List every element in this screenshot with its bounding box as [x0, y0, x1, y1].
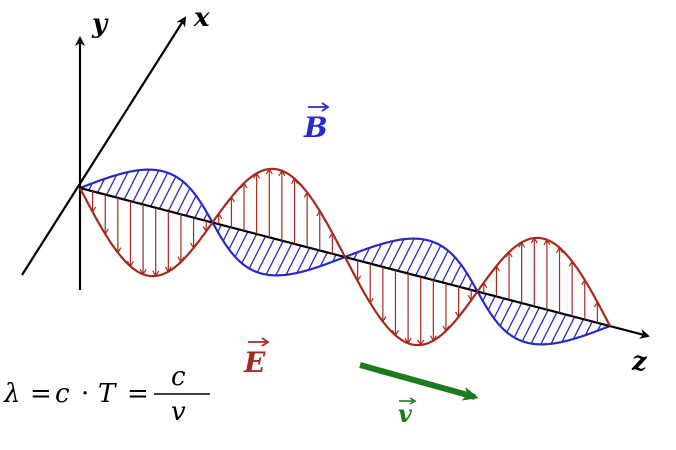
wavelength-formula: λ = c · T = c v	[3, 362, 210, 427]
y-axis-label: y	[91, 9, 109, 39]
svg-text:v: v	[171, 397, 186, 427]
velocity-vector-label: v	[398, 397, 417, 428]
electric-vector-label: E	[243, 337, 270, 379]
svg-text:=: =	[127, 379, 149, 409]
svg-text:λ: λ	[3, 379, 20, 409]
svg-text:c: c	[55, 379, 70, 409]
svg-text:B: B	[303, 111, 328, 144]
svg-text:c: c	[171, 362, 186, 392]
svg-text:=: =	[30, 379, 52, 409]
svg-text:v: v	[398, 399, 413, 428]
x-axis-label: x	[193, 3, 210, 33]
magnetic-vector-label: B	[303, 102, 330, 144]
x-axis	[21, 16, 187, 276]
velocity-arrow	[359, 362, 479, 401]
z-axis	[79, 186, 650, 339]
svg-text:E: E	[243, 346, 266, 379]
svg-text:T: T	[98, 379, 117, 409]
z-axis-label: z	[631, 347, 648, 377]
electric-field-wave	[79, 167, 611, 347]
svg-text:·: ·	[81, 379, 89, 409]
